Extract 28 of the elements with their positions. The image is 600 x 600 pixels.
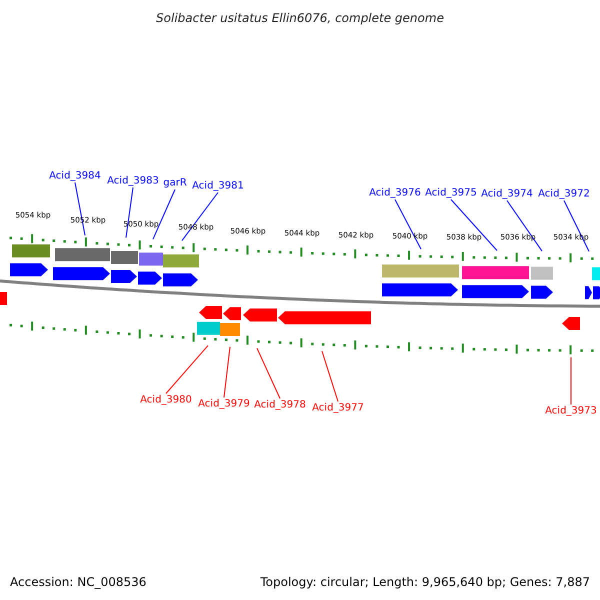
- gene-label: Acid_3976: [369, 188, 421, 198]
- accession-text: Accession: NC_008536: [10, 575, 146, 589]
- leader-line: [322, 350, 338, 402]
- gene-label: Acid_3977: [312, 402, 364, 414]
- leader-line: [126, 187, 134, 238]
- gene-label: Acid_3983: [107, 176, 159, 186]
- gene-label: Acid_3979: [198, 398, 250, 410]
- leader-line: [506, 200, 542, 252]
- leader-line: [394, 199, 422, 250]
- gene-label: Acid_3974: [481, 188, 533, 200]
- leader-line: [570, 356, 572, 405]
- gene-label: Acid_3984: [49, 170, 101, 182]
- diagram-title: Solibacter usitatus Ellin6076, complete genome: [156, 11, 444, 25]
- gene-label: Acid_3973: [545, 406, 597, 416]
- gene-label: garR: [163, 178, 187, 188]
- gene-label: Acid_3981: [192, 180, 244, 192]
- leader-line: [564, 200, 590, 252]
- gene-label: Acid_3980: [140, 394, 192, 406]
- leader-line: [166, 345, 208, 394]
- genome-summary-text: Topology: circular; Length: 9,965,640 bp; Genes: 7,887: [260, 575, 590, 589]
- gene-label: Acid_3972: [538, 188, 590, 200]
- leader-line: [256, 348, 280, 399]
- gene-label: Acid_3975: [425, 188, 477, 198]
- leader-line: [224, 346, 230, 398]
- leader-line: [152, 189, 176, 240]
- leader-line: [450, 199, 498, 251]
- leader-line: [182, 192, 218, 242]
- gene-label: Acid_3978: [254, 400, 306, 410]
